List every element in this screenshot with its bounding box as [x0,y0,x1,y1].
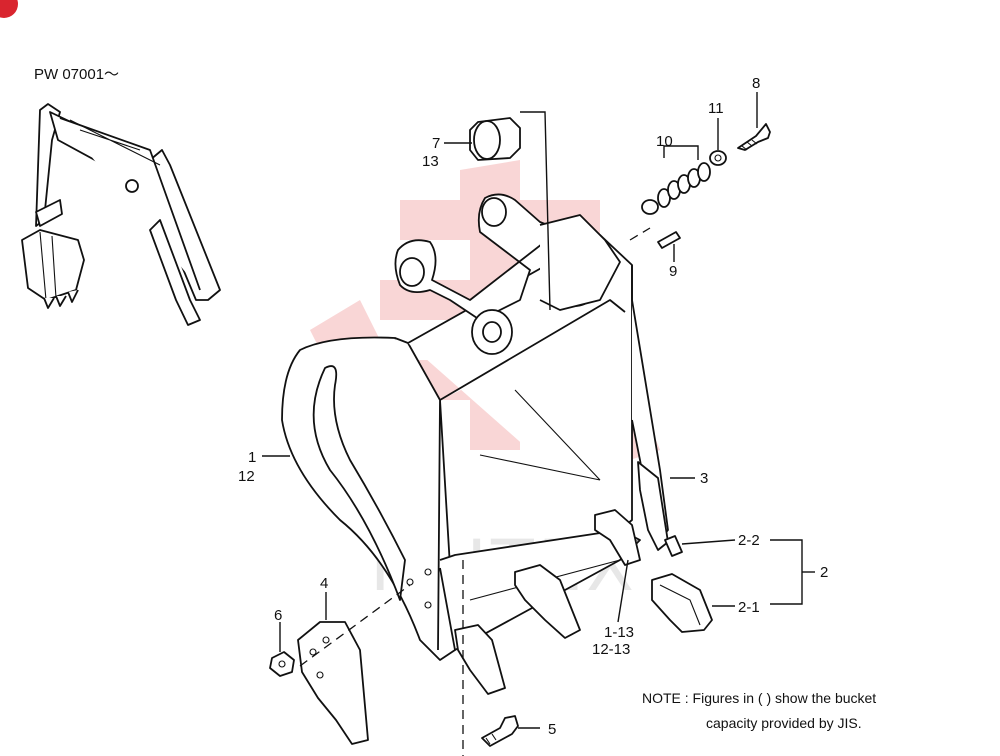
bolt-8 [737,123,771,151]
pin-2-2 [664,535,683,557]
callout-8: 8 [752,75,760,92]
callout-2-1: 2-1 [738,599,760,616]
washer-11 [709,150,727,166]
callout-7: 7 [432,135,440,152]
side-cutter-3 [637,461,669,551]
callout-1-13: 1-13 [604,624,634,641]
callout-13: 13 [422,153,439,170]
callout-12: 12 [238,468,255,485]
guide-line-pin [629,227,651,241]
callout-2: 2 [820,564,828,581]
note-line-2: capacity provided by JIS. [706,715,862,731]
callout-1: 1 [248,449,256,466]
model-label: PW 07001～ [34,66,119,83]
leader-lines [262,92,815,729]
pin-bushing-7 [469,117,521,161]
tooth-2-1 [651,573,713,633]
shim-set-10 [641,162,711,215]
callout-10: 10 [656,133,673,150]
callout-12-13: 12-13 [592,641,630,658]
corner-badge [0,0,18,18]
adapter-plate-4 [297,621,369,745]
callout-3: 3 [700,470,708,487]
pin-9 [657,231,681,249]
callout-6: 6 [274,607,282,624]
note-line-1: NOTE : Figures in ( ) show the bucket [642,690,876,706]
bucket-teeth [454,509,641,695]
callout-11: 11 [708,100,724,117]
guide-line-adapter [299,584,411,667]
excavator-thumbnail-icon [21,103,221,326]
nut-6 [269,651,295,677]
callout-4: 4 [320,575,328,592]
bucket-assembly [281,193,669,661]
callout-5: 5 [548,721,556,738]
callout-9: 9 [669,263,677,280]
callout-2-2: 2-2 [738,532,760,549]
bolt-5 [481,715,519,747]
